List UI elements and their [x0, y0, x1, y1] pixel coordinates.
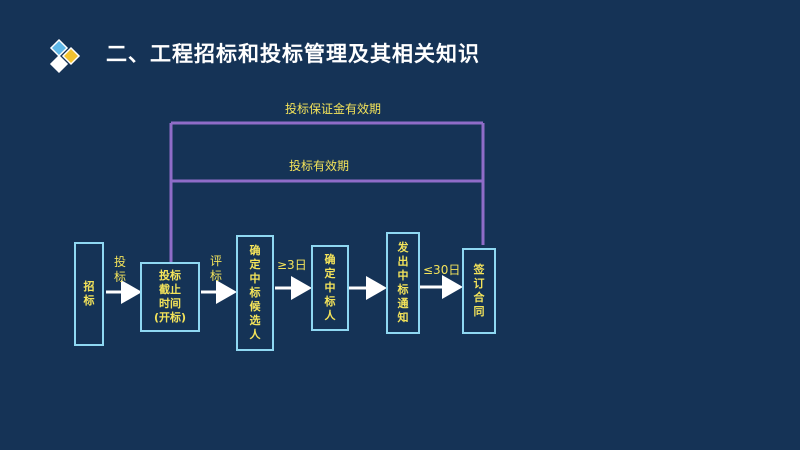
- step-determine-winner: 确 定 中 标 人: [311, 245, 349, 331]
- step-sign-contract: 签 订 合 同: [462, 248, 496, 334]
- arrow-label-bid: 投 标: [114, 255, 127, 284]
- bid-bond-validity-bracket: [169, 121, 485, 262]
- step-issue-award-notice: 发 出 中 标 通 知: [386, 232, 420, 334]
- step-bid-deadline: 投标 截止 时间 (开标): [140, 262, 200, 332]
- arrow-label-evaluate: 评 标: [210, 254, 223, 283]
- page-title: 二、工程招标和投标管理及其相关知识: [106, 42, 480, 66]
- arrow-label-3days: ≥3日: [277, 258, 307, 272]
- arrow-label-30days: ≤30日: [423, 263, 461, 277]
- step-invite-tender: 招 标: [74, 242, 104, 346]
- bid-validity-label: 投标有效期: [289, 159, 350, 173]
- logo-icon: [49, 38, 81, 74]
- step-determine-candidate: 确 定 中 标 候 选 人: [236, 235, 274, 351]
- bid-bond-validity-label: 投标保证金有效期: [285, 102, 382, 116]
